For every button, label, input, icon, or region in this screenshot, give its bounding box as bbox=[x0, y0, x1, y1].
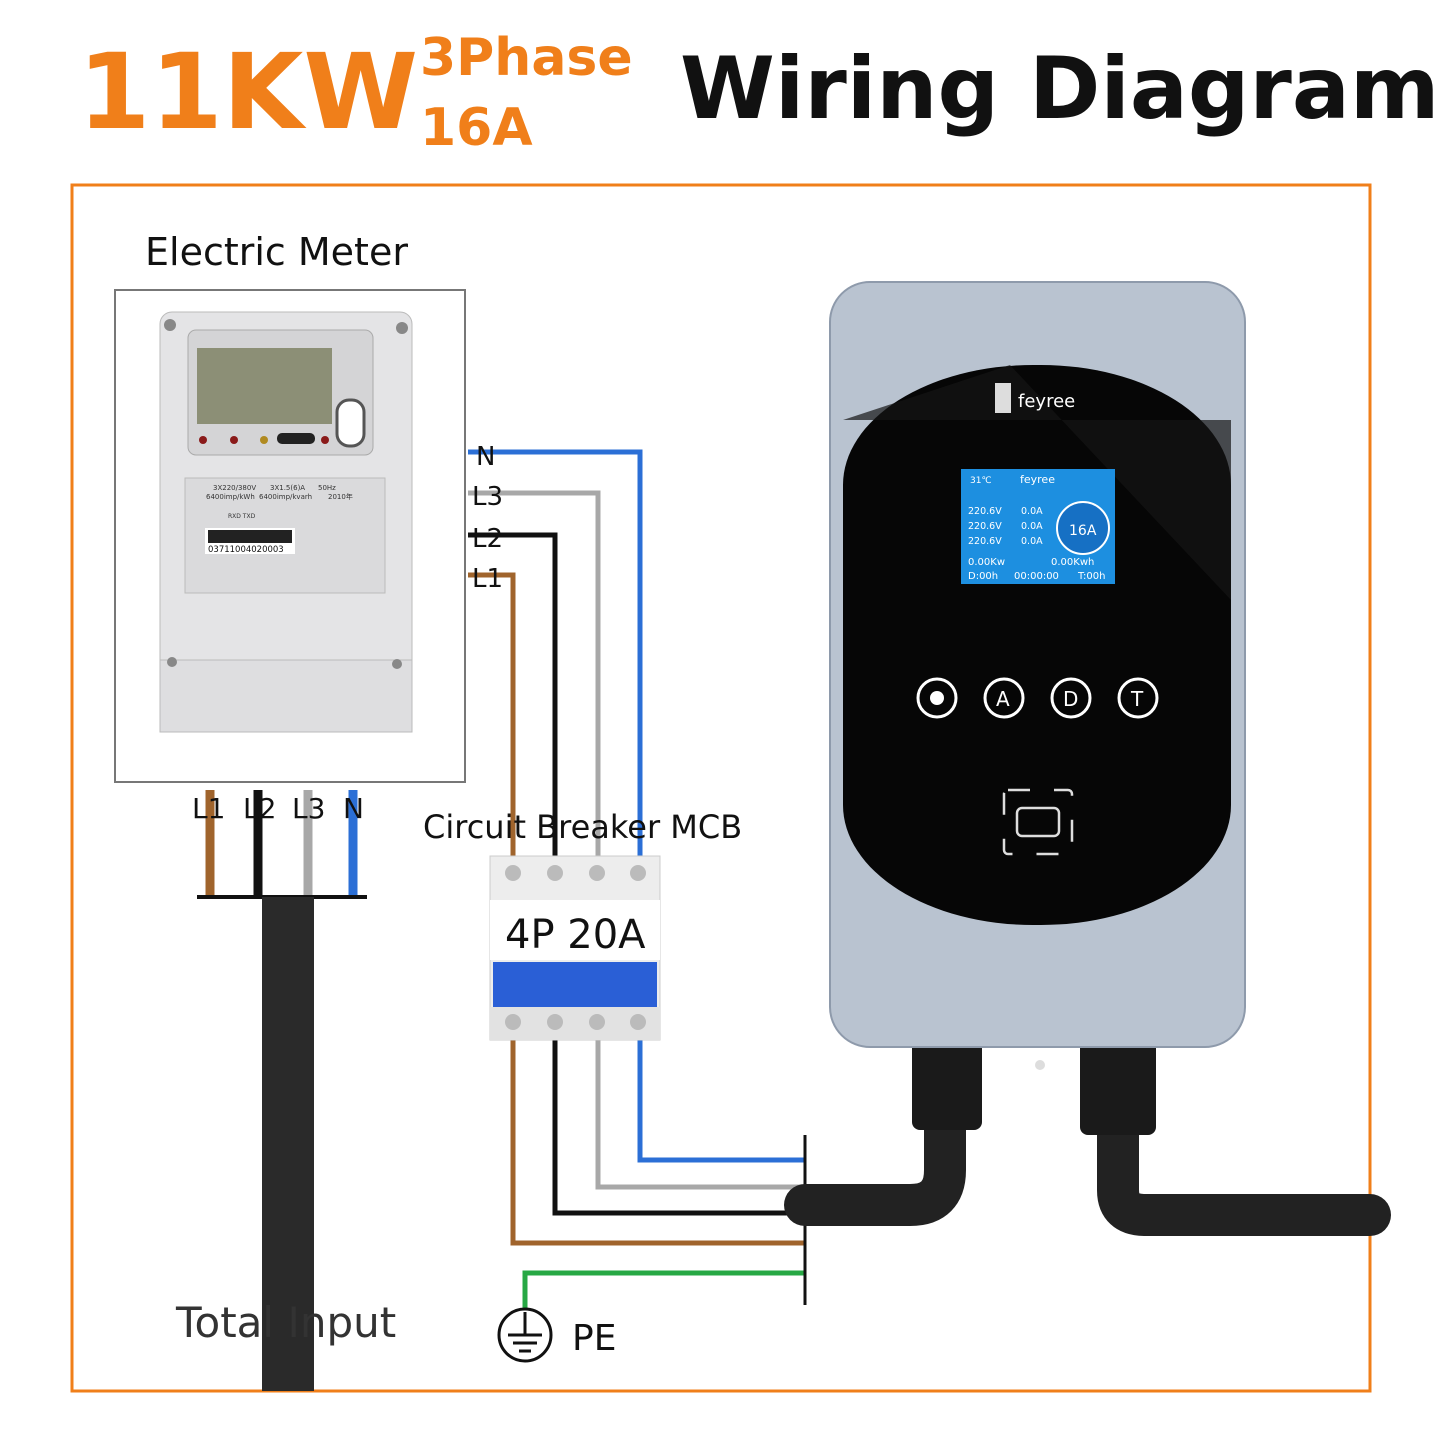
screen-a3: 0.0A bbox=[1021, 536, 1043, 547]
meter-label: Electric Meter bbox=[145, 230, 408, 274]
electric-meter: 3X220/380V 3X1.5(6)A 50Hz 6400imp/kWh 64… bbox=[159, 311, 413, 733]
screen-time: 00:00:00 bbox=[1014, 571, 1059, 582]
total-input-label: Total Input bbox=[175, 1298, 396, 1347]
wire-pe bbox=[522, 1270, 805, 1310]
wire-label-l2: L2 bbox=[472, 524, 503, 554]
meter-terminal-l2: L2 bbox=[243, 792, 276, 825]
screen-energy: 0.00Kwh bbox=[1051, 557, 1094, 568]
rfid-card-icon bbox=[1002, 788, 1074, 856]
wire-n bbox=[468, 449, 805, 1163]
screen-v3: 220.6V bbox=[968, 536, 1002, 547]
screen-a1: 0.0A bbox=[1021, 506, 1043, 517]
screen-temp: 31℃ bbox=[970, 476, 992, 486]
barcode bbox=[208, 530, 292, 543]
meter-lcd bbox=[197, 348, 332, 424]
screen-current: 16A bbox=[1069, 523, 1097, 539]
meter-spec-4: 6400imp/kWh bbox=[206, 493, 255, 501]
meter-spec-5: 6400imp/kvarh bbox=[259, 493, 312, 501]
meter-ports: RXD TXD bbox=[228, 513, 256, 520]
charger-logo bbox=[995, 383, 1011, 413]
wire-label-n: N bbox=[476, 442, 495, 472]
screen-v2: 220.6V bbox=[968, 521, 1002, 532]
meter-terminal-wires bbox=[197, 790, 367, 1391]
button-d-label: D bbox=[1063, 687, 1078, 711]
screen-brand: feyree bbox=[1020, 473, 1055, 486]
page-title: Wiring Diagram bbox=[680, 39, 1439, 139]
circuit-breaker bbox=[489, 855, 661, 1041]
wire-label-l3: L3 bbox=[472, 482, 503, 512]
meter-terminal-n: N bbox=[343, 792, 364, 825]
charger-button-power[interactable] bbox=[916, 677, 958, 719]
meter-terminal-l1: L1 bbox=[192, 792, 225, 825]
charger-button-a[interactable]: A bbox=[983, 677, 1025, 719]
charger-button-d[interactable]: D bbox=[1050, 677, 1092, 719]
total-input-cable bbox=[262, 897, 314, 1391]
ground-icon bbox=[497, 1307, 553, 1363]
screen-t: T:00h bbox=[1077, 571, 1105, 582]
screen-power: 0.00Kw bbox=[968, 557, 1005, 568]
screen-a2: 0.0A bbox=[1021, 521, 1043, 532]
current-label: 16A bbox=[420, 98, 533, 158]
phase-label: 3Phase bbox=[420, 28, 633, 88]
meter-spec-1: 3X220/380V bbox=[213, 484, 256, 492]
power-title: 11KW bbox=[78, 31, 418, 153]
charger-button-t[interactable]: T bbox=[1117, 677, 1159, 719]
button-a-label: A bbox=[996, 687, 1010, 711]
diagram-frame bbox=[70, 183, 1372, 1393]
screen-d: D:00h bbox=[968, 571, 998, 582]
meter-spec-3: 50Hz bbox=[318, 484, 336, 492]
charger-cables bbox=[784, 1019, 1391, 1236]
ev-charger: feyree 31℃ feyree 220.6V 0.0A 220.6V 0.0… bbox=[829, 281, 1246, 1070]
wire-label-l1: L1 bbox=[472, 564, 503, 594]
screen-v1: 220.6V bbox=[968, 506, 1002, 517]
pe-label: PE bbox=[572, 1318, 616, 1359]
charger-brand: feyree bbox=[1018, 391, 1075, 412]
breaker-label: Circuit Breaker MCB bbox=[423, 808, 742, 846]
barcode-number: 03711004020003 bbox=[208, 545, 284, 555]
meter-spec-6: 2010年 bbox=[328, 492, 353, 501]
meter-spec-2: 3X1.5(6)A bbox=[270, 484, 305, 492]
meter-terminal-l3: L3 bbox=[292, 792, 325, 825]
breaker-rating: 4P 20A bbox=[505, 912, 646, 958]
button-t-label: T bbox=[1130, 687, 1144, 711]
wire-l3 bbox=[468, 490, 805, 1190]
